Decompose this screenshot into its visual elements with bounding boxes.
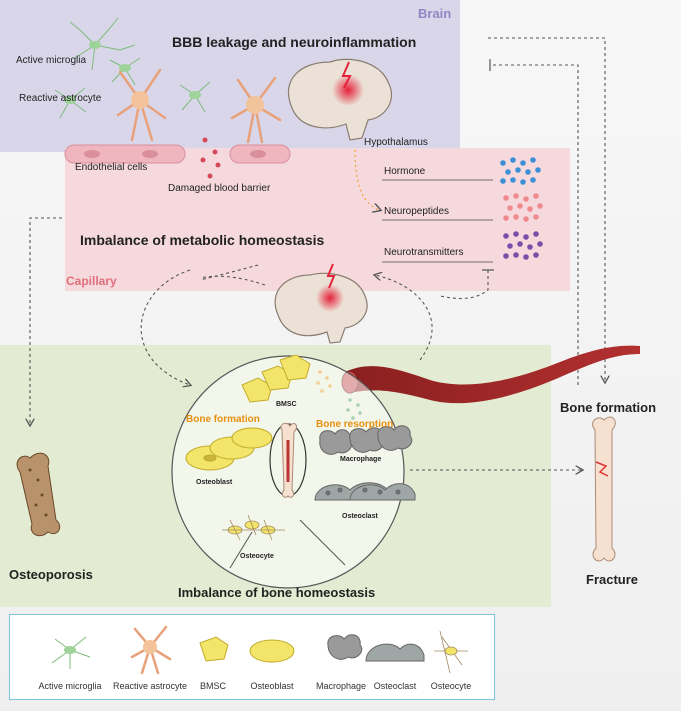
macrophage-cells <box>319 425 413 455</box>
capillary-to-osteoporosis-arrow <box>30 217 62 425</box>
microglia-body <box>189 91 201 99</box>
capillary-to-bone-arrow <box>140 269 190 385</box>
damaged-barrier-label: Damaged blood barrier <box>168 183 271 194</box>
divider-line <box>229 531 253 569</box>
legend-icons <box>51 625 468 675</box>
neurotransmitter-dots <box>503 231 543 260</box>
legend-bmsc-icon <box>199 636 229 662</box>
brain-illustration-middle <box>274 263 368 344</box>
metabolic-title: Imbalance of metabolic homeostasis <box>80 232 325 248</box>
hormone-label: Hormone <box>384 166 426 177</box>
astrocyte-body <box>131 91 149 109</box>
legend-label-bmsc: BMSC <box>199 681 227 691</box>
legend-label-osteoblast: Osteoblast <box>250 681 294 691</box>
bone-formation-outcome-label: Bone formation <box>560 400 657 415</box>
fractured-bone <box>592 416 616 562</box>
microglia-body <box>64 96 76 104</box>
bone-formation-label: Bone formation <box>186 414 260 425</box>
brain-region-label: Brain <box>418 6 452 21</box>
legend-label-osteocyte: Osteocyte <box>430 681 472 691</box>
signal-underlines <box>382 179 493 263</box>
capillary-region <box>65 148 570 291</box>
bone-formation-inhibit-arrow <box>490 64 579 385</box>
osteoporosis-label: Osteoporosis <box>9 567 93 582</box>
microglia-body <box>89 41 101 49</box>
reactive-astrocyte-cluster <box>116 68 282 144</box>
bmsc-cells <box>241 354 311 403</box>
microglia-body <box>119 64 131 72</box>
bbb-title: BBB leakage and neuroinflammation <box>172 34 417 50</box>
osteocyte-cells <box>222 514 285 541</box>
active-microglia-cluster <box>54 17 211 119</box>
bone-homeostasis-title: Imbalance of bone homeostasis <box>178 585 376 600</box>
osteoblast-cells <box>185 427 273 471</box>
endothelial-cells-label: Endothelial cells <box>75 162 148 173</box>
legend-microglia-icon <box>51 636 91 669</box>
legend-label-macrophage: Macrophage <box>315 681 367 691</box>
osteocyte-label: Osteocyte <box>240 553 274 560</box>
osteoblast-label: Osteoblast <box>196 479 233 486</box>
astrocyte-body <box>246 96 264 114</box>
bmsc-label: BMSC <box>276 401 297 408</box>
neuropeptide-dots <box>503 193 543 222</box>
legend-astrocyte-icon <box>130 625 172 675</box>
legend-osteoclast-icon <box>365 643 425 662</box>
bone-resorption-label: Bone resorption <box>316 419 394 430</box>
legend-box: Active microglia Reactive astrocyte BMSC… <box>9 614 495 700</box>
brain-region <box>0 0 460 152</box>
divider-line <box>299 519 346 566</box>
legend-osteocyte-icon <box>434 630 468 674</box>
legend-label-reactive-astrocyte: Reactive astrocyte <box>112 681 188 691</box>
osteoporotic-bone <box>16 452 61 537</box>
legend-osteoblast-icon <box>249 639 295 663</box>
capillary-region-label: Capillary <box>66 274 117 288</box>
osteoclast-label: Osteoclast <box>342 513 378 520</box>
brain-top-to-middle-arrow <box>199 264 259 281</box>
legend-macrophage-icon <box>327 634 363 660</box>
osteoclast-cells <box>314 482 416 501</box>
legend-label-active-microglia: Active microglia <box>38 681 102 691</box>
brain-illustration-top <box>287 58 393 141</box>
brain-to-bone-formation-arrow <box>488 37 605 382</box>
hypothalamus-label: Hypothalamus <box>364 137 428 148</box>
fracture-label: Fracture <box>586 572 639 587</box>
endothelial-cells <box>64 144 291 164</box>
hormone-dots <box>500 157 541 185</box>
neurotransmitter-inhibit-line <box>439 270 489 300</box>
hypothalamus-to-neuropeptides-arrow <box>354 149 380 210</box>
active-microglia-label: Active microglia <box>16 55 87 66</box>
legend-label-osteoclast: Osteoclast <box>373 681 417 691</box>
macrophage-label: Macrophage <box>340 456 382 463</box>
neurotransmitters-label: Neurotransmitters <box>384 247 464 258</box>
reactive-astrocyte-label: Reactive astrocyte <box>19 93 102 104</box>
middle-brain-to-capillary-arrow <box>199 275 266 286</box>
neuropeptides-label: Neuropeptides <box>384 206 450 217</box>
leaked-particles <box>200 137 221 179</box>
bone-to-middle-brain-arrow <box>375 275 433 361</box>
